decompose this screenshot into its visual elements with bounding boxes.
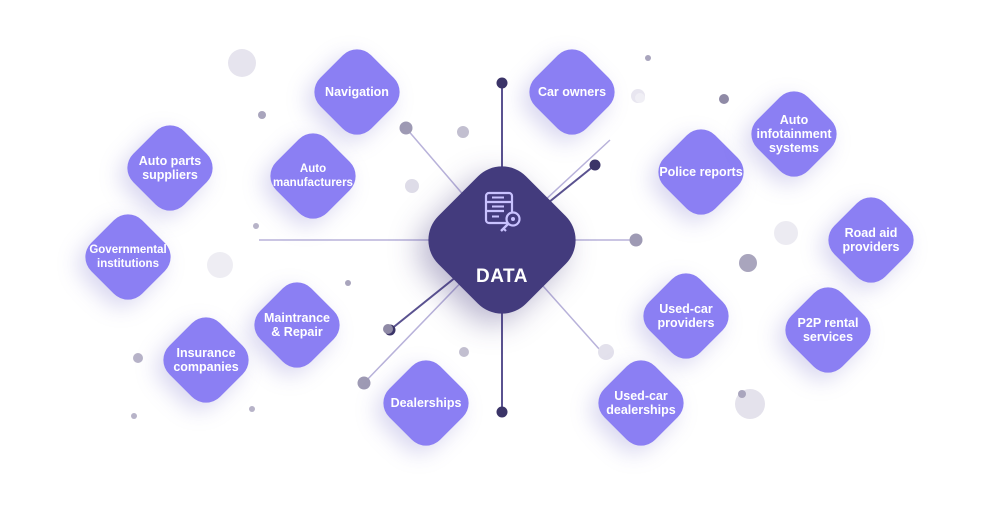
node-label: Used-car dealerships [606,389,676,417]
connector-end-dot [496,77,508,89]
decorative-dot [345,280,351,286]
decorative-dot [738,390,746,398]
node-label: Used-car providers [657,302,715,330]
node-maintrance-repair: Maintrance & Repair [245,273,349,377]
node-label: Police reports [659,165,743,179]
decorative-dot [459,347,469,357]
decorative-dot [207,252,233,278]
node-label: Maintrance & Repair [264,311,330,339]
database-key-icon [484,191,521,232]
connector-end-dot [496,406,508,418]
node-insurance-companies: Insurance companies [154,308,258,412]
node-auto-parts-suppliers: Auto parts suppliers [118,116,222,220]
decorative-dot [405,179,419,193]
hub-label: DATA [476,266,528,287]
node-road-aid-providers: Road aid providers [819,188,923,292]
decorative-dot [739,254,757,272]
decorative-dot [645,55,651,61]
decorative-dot [133,353,143,363]
node-police-reports: Police reports [649,120,753,224]
node-label: Car owners [537,85,607,99]
node-governmental-institutions: Governmental institutions [76,205,180,309]
decorative-dot [774,221,798,245]
node-label: Insurance companies [173,346,239,374]
node-label: Navigation [325,85,389,99]
node-label: P2P rental services [797,316,859,344]
connector-end-dot [629,233,643,247]
node-auto-manufacturers: Auto manufacturers [261,124,365,228]
connector-end-dot [399,121,413,135]
decorative-dot [383,324,393,334]
node-label: Auto infotainment systems [756,113,832,155]
node-used-car-providers: Used-car providers [634,264,738,368]
connector-end-dot [357,376,371,390]
node-car-owners: Car owners [520,40,624,144]
hub-shape [414,152,590,328]
decorative-dot [598,344,614,360]
node-navigation: Navigation [305,40,409,144]
connector-end-dot [589,159,601,171]
data-hub: DATA [414,152,590,328]
node-auto-infotainment-systems: Auto infotainment systems [742,82,846,186]
decorative-dot [249,406,255,412]
node-p2p-rental-services: P2P rental services [776,278,880,382]
node-label: Dealerships [390,396,462,410]
decorative-dot [635,93,645,103]
decorative-dot [131,413,137,419]
node-label: Governmental institutions [89,244,167,270]
node-label: Auto manufacturers [273,163,353,189]
decorative-dot [253,223,259,229]
node-dealerships: Dealerships [374,351,478,455]
decorative-dot [258,111,266,119]
decorative-dot [457,126,469,138]
node-used-car-dealerships: Used-car dealerships [589,351,693,455]
decorative-dot [228,49,256,77]
node-label: Auto parts suppliers [138,154,202,182]
node-label: Road aid providers [842,226,900,254]
decorative-dot [719,94,729,104]
